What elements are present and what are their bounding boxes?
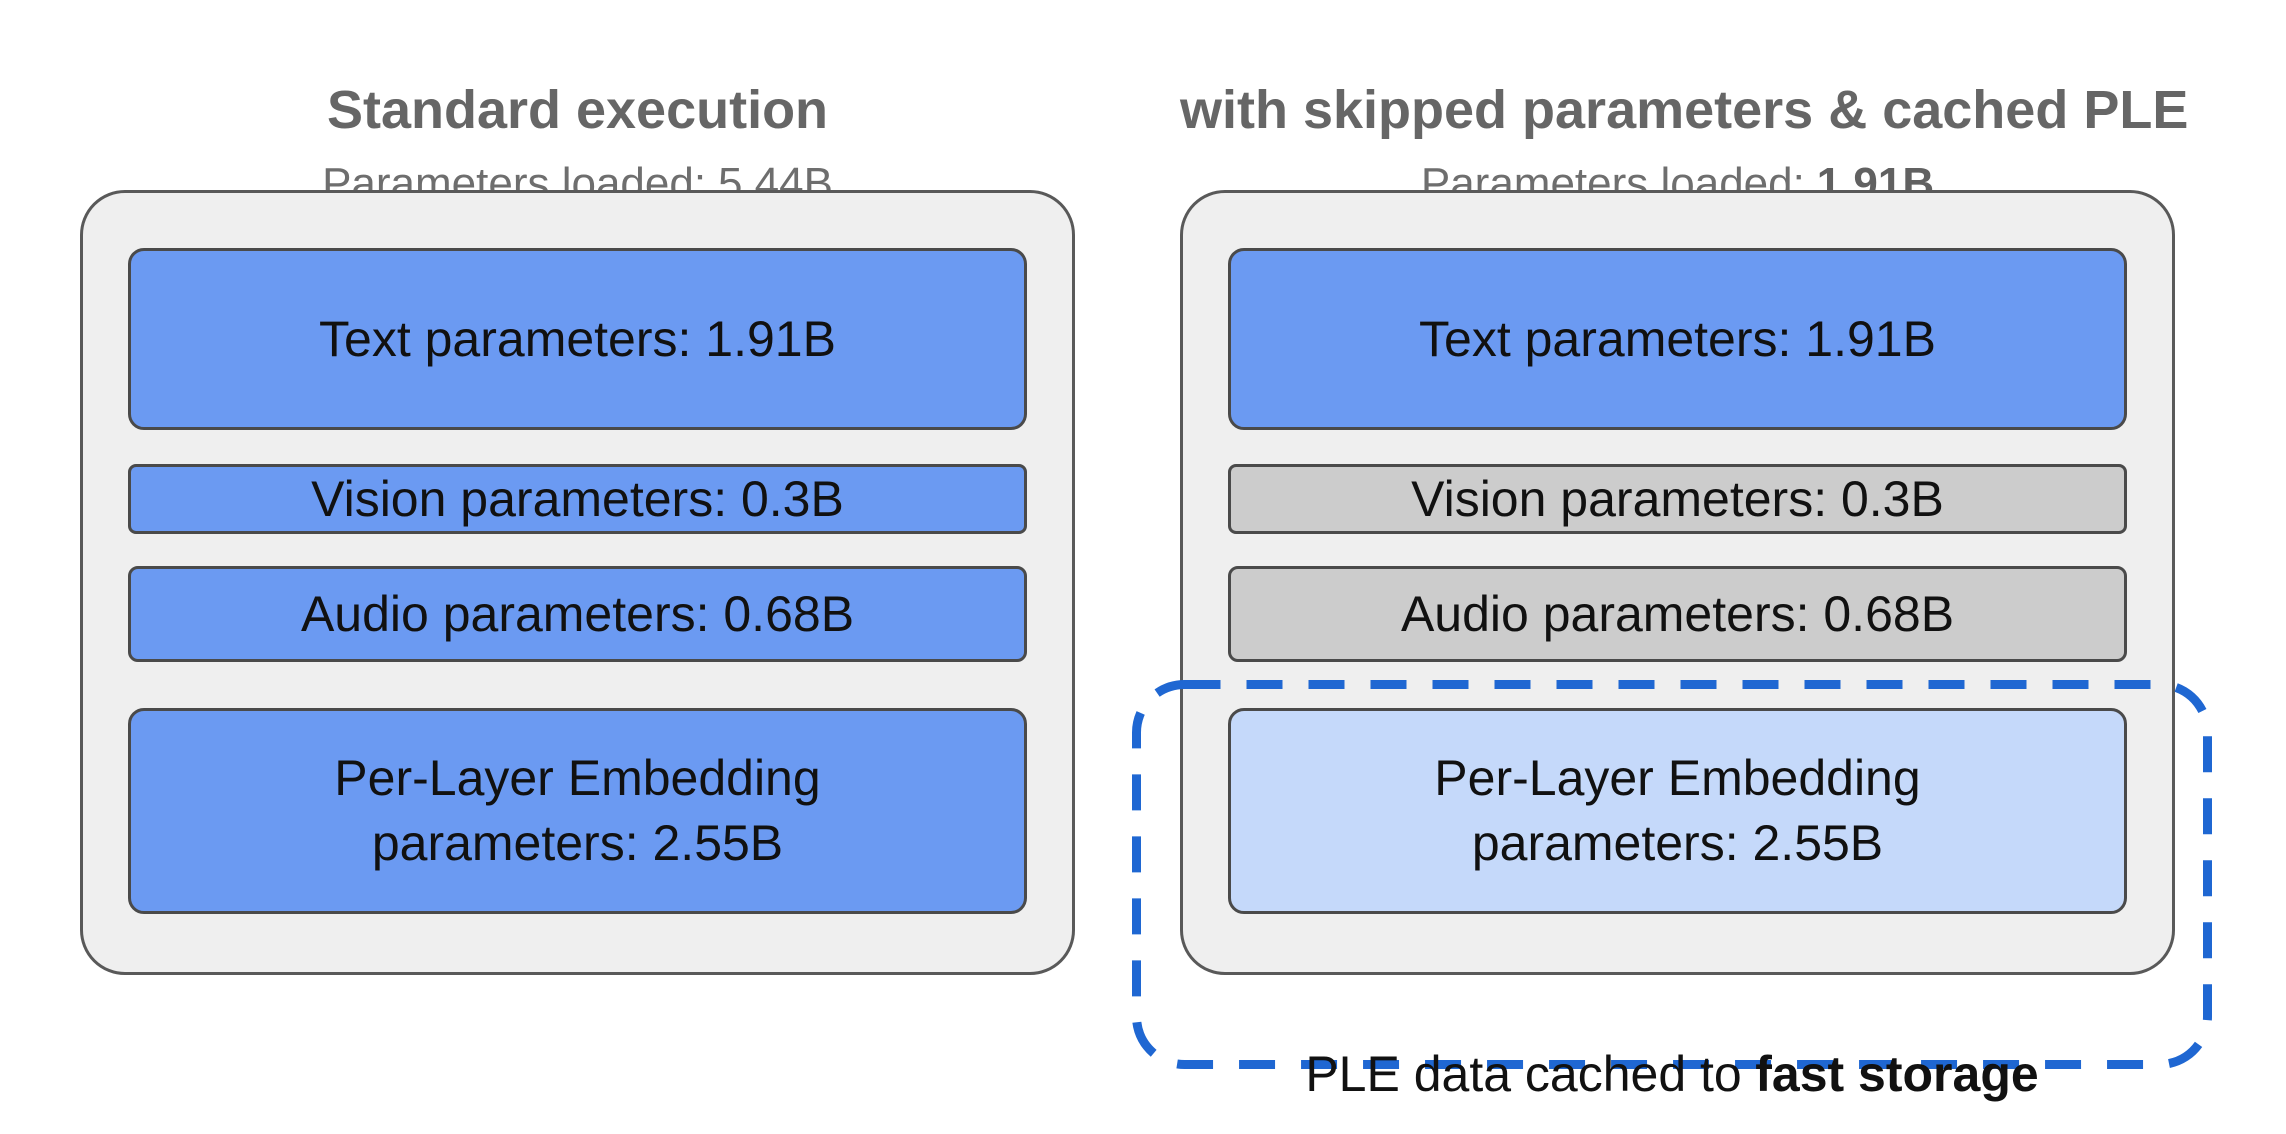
right-text-parameters-label: Text parameters: 1.91B [1419, 310, 1936, 367]
right-vision-parameters-label: Vision parameters: 0.3B [1411, 470, 1944, 527]
right-text-parameters-box: Text parameters: 1.91B [1228, 248, 2127, 430]
ple-cache-note-prefix: PLE data cached to [1305, 1046, 1742, 1102]
right-model-container: Text parameters: 1.91B Vision parameters… [1180, 190, 2175, 975]
left-per-layer-embedding-label: Per-Layer Embedding parameters: 2.55B [334, 750, 821, 871]
left-audio-parameters-label: Audio parameters: 0.68B [300, 585, 855, 642]
left-per-layer-embedding-box: Per-Layer Embedding parameters: 2.55B [128, 708, 1027, 914]
right-audio-parameters-label: Audio parameters: 0.68B [1400, 585, 1955, 642]
ple-cache-note-bold: fast storage [1755, 1046, 2039, 1102]
left-audio-parameters-box: Audio parameters: 0.68B [128, 566, 1027, 662]
left-text-parameters-box: Text parameters: 1.91B [128, 248, 1027, 430]
left-panel-title: Standard execution [326, 79, 829, 140]
right-panel-title: with skipped parameters & cached PLE [1180, 79, 2189, 140]
right-audio-parameters-box: Audio parameters: 0.68B [1228, 566, 2127, 662]
right-per-layer-embedding-box: Per-Layer Embedding parameters: 2.55B [1228, 708, 2127, 914]
left-vision-parameters-box: Vision parameters: 0.3B [128, 464, 1027, 534]
left-vision-parameters-label: Vision parameters: 0.3B [311, 470, 844, 527]
left-text-parameters-label: Text parameters: 1.91B [319, 310, 836, 367]
left-model-container: Text parameters: 1.91B Vision parameters… [80, 190, 1075, 975]
right-vision-parameters-box: Vision parameters: 0.3B [1228, 464, 2127, 534]
right-per-layer-embedding-label: Per-Layer Embedding parameters: 2.55B [1434, 750, 1921, 871]
